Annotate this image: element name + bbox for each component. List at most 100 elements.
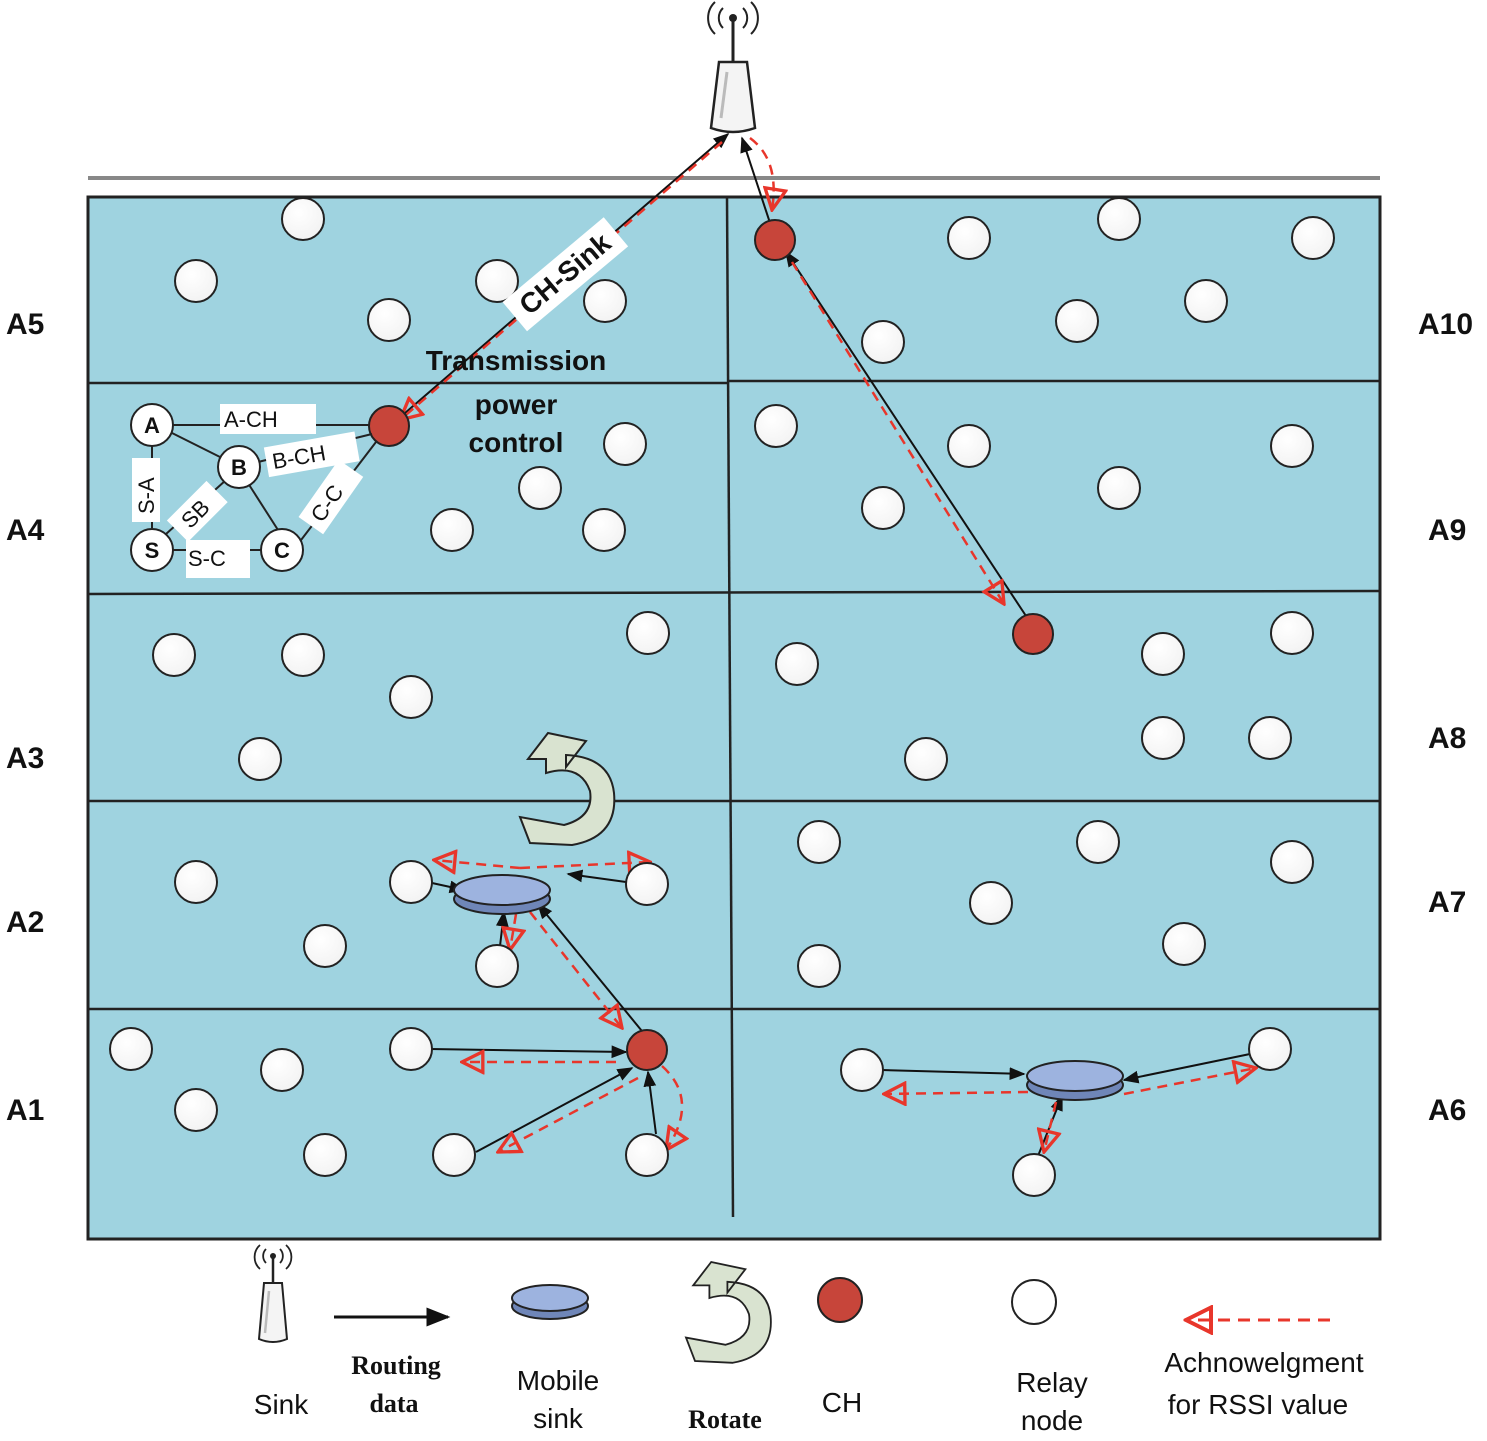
cluster-node-b: [217, 445, 261, 489]
edge-label-s-c: S-C: [188, 546, 226, 571]
relay-node: [303, 1133, 347, 1177]
area-label-a8: A8: [1428, 722, 1466, 755]
area-label-a7: A7: [1428, 886, 1466, 919]
relay-node: [797, 820, 841, 864]
cluster-node-s: [130, 528, 174, 572]
cluster-node-s-label: S: [145, 538, 160, 563]
relay-node: [969, 881, 1013, 925]
relay-node: [1270, 424, 1314, 468]
relay-node: [1012, 1153, 1056, 1197]
relay-node: [1141, 716, 1185, 760]
ack-line-mobile-sink-to-a1-ch: [529, 911, 622, 1028]
relay-node: [475, 259, 519, 303]
cluster-node-c: [260, 528, 304, 572]
ack-line-a6-to-right: [1123, 1068, 1256, 1096]
legend-mobile-sink-icon: [511, 1284, 589, 1320]
cluster-head-a8: [1012, 613, 1054, 655]
legend-mobile-label-2: sink: [533, 1403, 584, 1434]
relay-node: [1248, 1027, 1292, 1071]
relay-node: [775, 642, 819, 686]
relay-node: [625, 1133, 669, 1177]
legend-ch-icon: [817, 1277, 863, 1323]
area-label-a10: A10: [1418, 308, 1473, 341]
sink-antenna-icon: [707, 1, 759, 134]
legend-relay-label-2: node: [1021, 1405, 1083, 1436]
relay-nodes: [109, 197, 1335, 1197]
routing-line-a8-ch-to-a10-ch: [785, 250, 1031, 623]
relay-node: [904, 737, 948, 781]
relay-node: [389, 860, 433, 904]
relay-node: [947, 424, 991, 468]
relay-node: [861, 486, 905, 530]
cluster-head-a4: [368, 405, 410, 447]
relay-node: [603, 422, 647, 466]
relay-node: [1055, 299, 1099, 343]
area-label-a4: A4: [6, 514, 45, 547]
tpc-line-1: Transmission: [426, 345, 607, 376]
relay-node: [1076, 820, 1120, 864]
ack-line-mobile-sink-to-right: [519, 862, 650, 868]
legend-sink-icon: [253, 1244, 293, 1343]
cluster-node-a: [130, 403, 174, 447]
relay-node: [303, 924, 347, 968]
ack-line-a6-to-below: [1044, 1101, 1056, 1152]
tpc-line-3: control: [469, 427, 564, 458]
relay-node: [1270, 840, 1314, 884]
relay-node: [238, 737, 282, 781]
relay-node: [281, 633, 325, 677]
legend-relay-label-1: Relay: [1016, 1367, 1088, 1398]
area-label-a5: A5: [6, 308, 44, 341]
relay-node: [797, 944, 841, 988]
relay-node: [583, 279, 627, 323]
legend-ack-label-2: for RSSI value: [1168, 1389, 1349, 1420]
legend-rotate-icon: [684, 1261, 772, 1364]
relay-node: [367, 298, 411, 342]
relay-node: [947, 216, 991, 260]
routing-line-a1-ch-to-mobile-sink: [536, 902, 647, 1037]
legend-routing-label-2: data: [369, 1389, 418, 1418]
area-label-a6: A6: [1428, 1094, 1466, 1127]
edge-label-s-a: S-A: [134, 477, 159, 514]
relay-node: [260, 1048, 304, 1092]
area-label-a2: A2: [6, 906, 44, 939]
relay-node: [174, 259, 218, 303]
cluster-detail: A-CH B-CH C-C S-A SB S-C A B C S: [130, 403, 377, 578]
legend-sink-label: Sink: [254, 1389, 309, 1420]
relay-node: [625, 862, 669, 906]
ack-line-mobile-sink-to-left: [434, 860, 521, 868]
divider-row2: [87, 589, 1381, 596]
relay-node: [1141, 632, 1185, 676]
cluster-head-a10: [754, 219, 796, 261]
routing-line-a6-left-to-mobile-sink: [881, 1067, 1026, 1080]
mobile-sink-a6: [1026, 1060, 1124, 1101]
edge-label-a-ch: A-CH: [224, 407, 278, 432]
area-label-a1: A1: [6, 1094, 44, 1127]
legend-ch-label: CH: [822, 1387, 862, 1418]
mobile-sink-a2: [453, 874, 551, 915]
relay-node: [432, 1133, 476, 1177]
relay-node: [389, 1027, 433, 1071]
relay-node: [1248, 716, 1292, 760]
relay-node: [1097, 197, 1141, 241]
routing-line-a10-ch-to-sink: [740, 136, 774, 233]
legend-routing-label-1: Routing: [351, 1351, 441, 1380]
relay-node: [1097, 466, 1141, 510]
legend: Sink Routing data Mobile sink Rotate CH …: [253, 1244, 1364, 1436]
legend-relay-icon: [1011, 1279, 1057, 1325]
relay-node: [430, 508, 474, 552]
relay-node: [840, 1048, 884, 1092]
relay-node: [109, 1027, 153, 1071]
ack-line-a1-ch-to-relay-bl: [498, 1076, 639, 1152]
relay-node: [1162, 922, 1206, 966]
rotate-arrow-icon: [518, 731, 616, 847]
cluster-node-a-label: A: [144, 413, 160, 438]
ack-line-a6-to-left: [884, 1092, 1029, 1094]
relay-node: [174, 1088, 218, 1132]
relay-node: [754, 404, 798, 448]
legend-rotate-label: Rotate: [688, 1405, 762, 1434]
relay-node: [1270, 611, 1314, 655]
relay-node: [582, 508, 626, 552]
cluster-heads: [368, 219, 1054, 1071]
routing-line-relay-br-to-a1-ch: [643, 1070, 657, 1135]
